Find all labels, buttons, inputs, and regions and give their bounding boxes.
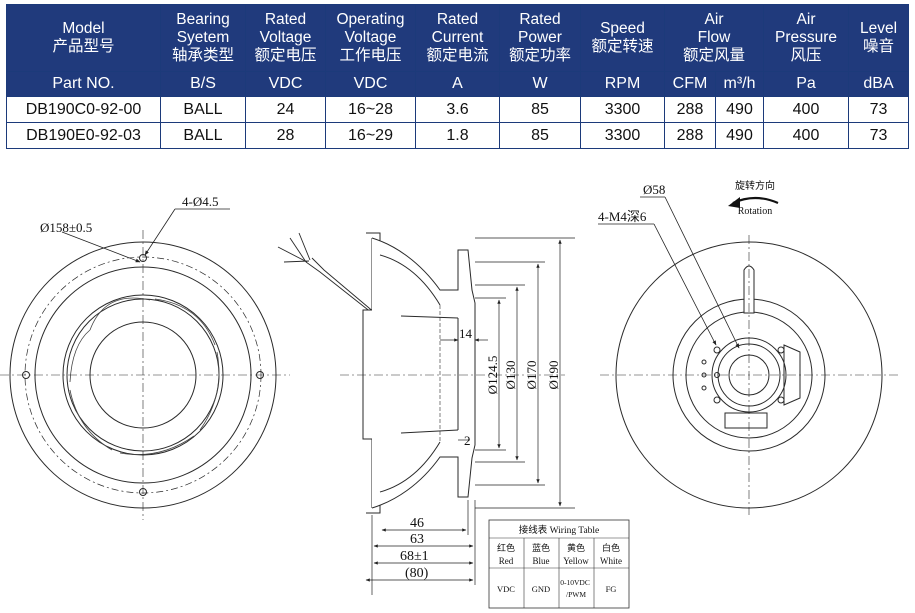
unit-cell: Part NO. [6,71,161,97]
unit-cell: B/S [160,71,246,97]
wire-function: FG [606,584,617,594]
unit-cell: W [499,71,581,97]
side-view [277,232,565,514]
side-dimensions [365,237,575,595]
wire-function: VDC [497,584,515,594]
back-dia-leader [664,196,740,349]
table-cell: 85 [499,96,581,123]
lead-wires [277,232,376,314]
rotation-arrowhead-icon [728,197,740,208]
dim-d170-label: Ø170 [524,361,539,390]
wire-color-zh: 蓝色 [532,542,550,553]
wire-color-en: Blue [533,556,550,566]
part-number-cell: DB190E0-92-03 [6,122,161,149]
part-number-cell: DB190C0-92-00 [6,96,161,123]
table-row: DB190E0-92-03 BALL 28 16~29 1.8 85 3300 … [6,122,910,149]
back-holes-label: 4-M4深6 [598,209,647,224]
front-diameter-label: Ø158±0.5 [40,220,92,235]
table-cell: 288 [664,122,716,149]
table-row: DB190C0-92-00 BALL 24 16~28 3.6 85 3300 … [6,96,910,123]
dim-68-label: 68±1 [400,549,429,564]
wire-color-en: White [600,556,622,566]
table-cell: 288 [664,96,716,123]
front-dia-leader [61,231,141,263]
unit-row: Part NO. B/S VDC VDC A W RPM CFM m³/h Pa… [6,71,910,97]
dim-46-label: 46 [410,516,424,531]
back-holes-leader [653,223,717,346]
wire-color-en: Yellow [563,556,589,566]
back-view [600,235,900,515]
table-cell: 400 [763,96,850,123]
unit-cell: VDC [325,71,416,97]
table-cell: BALL [160,122,246,149]
table-cell: 24 [245,96,326,123]
table-cell: 16~29 [325,122,416,149]
table-cell: 490 [714,96,765,123]
unit-cell: CFM [664,71,716,97]
unit-cell: A [415,71,500,97]
unit-cell: m³/h [714,71,765,97]
table-cell: 3300 [580,122,665,149]
table-cell: 73 [848,122,910,149]
rotation-label-zh: 旋转方向 [735,179,775,192]
wire-color-zh: 红色 [497,542,515,553]
unit-cell: Pa [763,71,850,97]
dim-80-label: (80) [405,566,429,581]
unit-cell: RPM [580,71,665,97]
front-view [0,230,290,520]
table-cell: BALL [160,96,246,123]
unit-cell: VDC [245,71,326,97]
wire-color-zh: 白色 [602,542,620,553]
wire-function: 0-10VDC /PWM [560,578,591,599]
wire-color-en: Red [499,556,514,566]
dim-2-label: 2 [464,433,471,448]
wire-color-zh: 黄色 [567,542,585,553]
dim-d124-label: Ø124.5 [485,356,500,395]
dim-63-label: 63 [410,532,424,547]
dim-d130-label: Ø130 [503,361,518,390]
table-cell: 73 [848,96,910,123]
unit-cell: dBA [848,71,910,97]
back-diameter-label: Ø58 [643,182,665,197]
dim-14-label: 14 [459,326,473,341]
table-cell: 85 [499,122,581,149]
table-cell: 490 [714,122,765,149]
dim-d190-label: Ø190 [546,361,561,390]
table-cell: 28 [245,122,326,149]
table-cell: 400 [763,122,850,149]
wiring-title: 接线表 Wiring Table [519,524,600,536]
front-holes-label: 4-Ø4.5 [182,194,218,209]
rotation-label-en: Rotation [738,206,772,217]
wiring-table: 接线表 Wiring Table 红色 蓝色 黄色 白色 Red Blue Ye… [488,519,630,609]
front-holes-leader [144,208,176,256]
table-cell: 1.8 [415,122,500,149]
wire-function: GND [532,584,550,594]
table-cell: 3300 [580,96,665,123]
